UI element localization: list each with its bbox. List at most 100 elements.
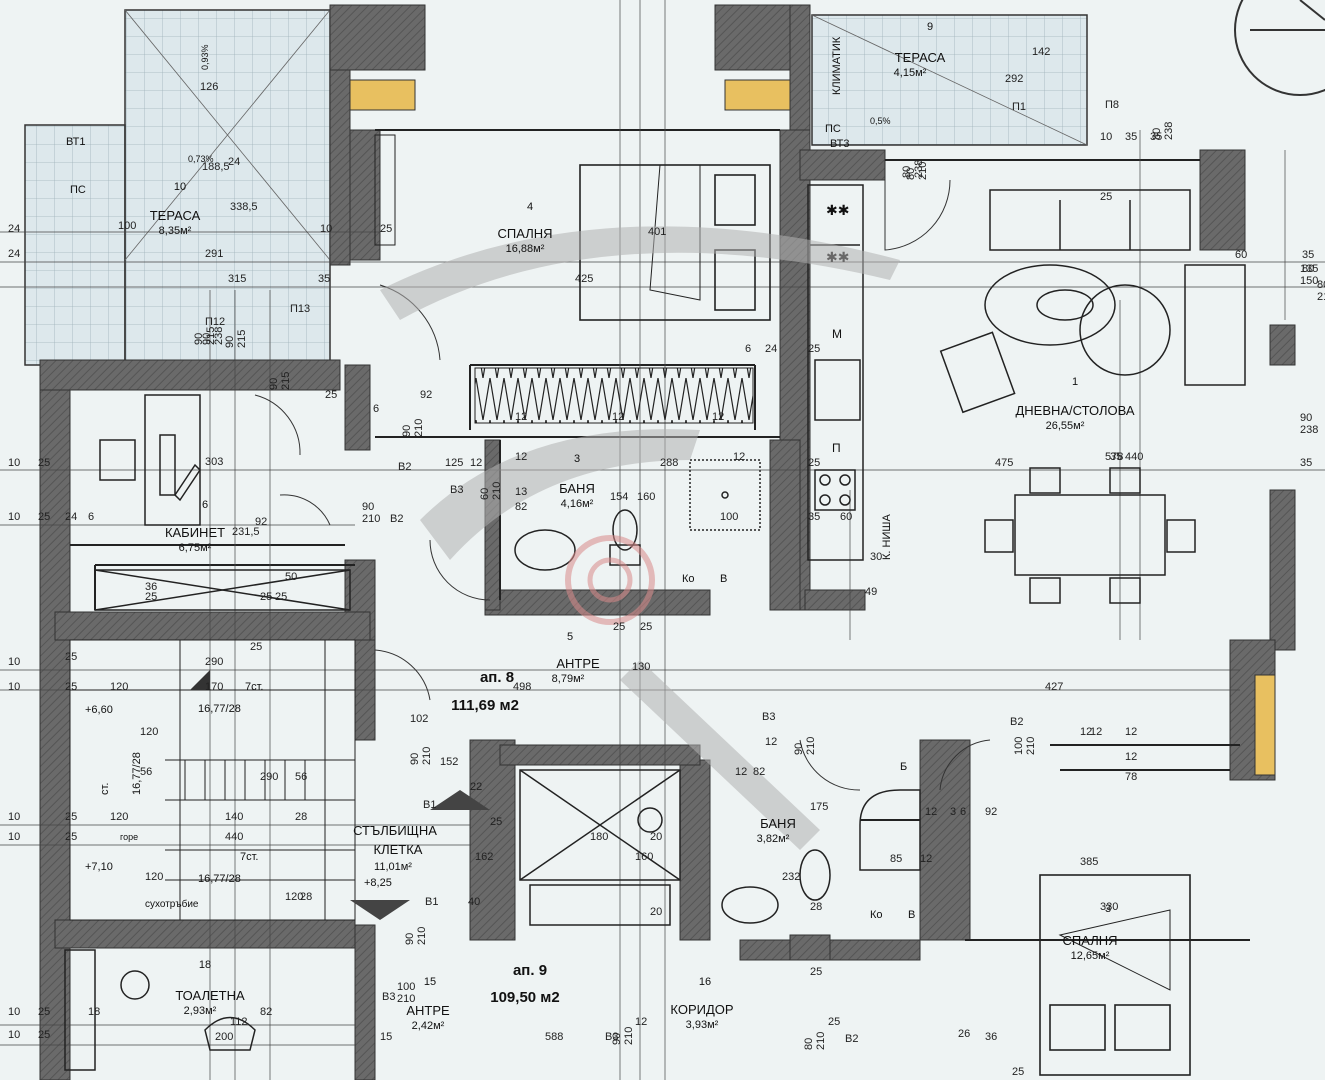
- dimension-text: 12: [1090, 726, 1102, 738]
- fridge-label: М: [832, 327, 842, 341]
- wardrobe-icon: [474, 367, 754, 424]
- ko-label: В: [720, 573, 727, 585]
- slope-mark: 0,93%: [200, 44, 210, 70]
- dimension-text: 12: [712, 411, 724, 423]
- niche-label: К. НИША: [881, 514, 893, 560]
- dimension-text: 338,5: [230, 201, 258, 213]
- dimension-text: 78: [1125, 771, 1137, 783]
- dimension-text: 49: [865, 586, 877, 598]
- dimension-text: 6: [373, 403, 379, 415]
- door-width: 90: [193, 333, 205, 345]
- dimension-text: 36: [145, 581, 157, 593]
- level-mark: +8,25: [364, 877, 392, 889]
- door-width: 80: [901, 166, 913, 178]
- dimension-text: 25: [808, 457, 820, 469]
- apartment-labels: ап. 8 111,69 м2 ап. 9 109,50 м2: [451, 669, 560, 1006]
- dimension-text: 25: [65, 651, 77, 663]
- dimension-text: 25: [250, 641, 262, 653]
- door-height: 210: [362, 513, 380, 525]
- compass-icon: [1234, 0, 1325, 96]
- door-width: 135: [1300, 263, 1318, 275]
- dimension-text: 25: [808, 343, 820, 355]
- dimension-text: 126: [200, 81, 218, 93]
- dimension-text: 25: [145, 591, 157, 603]
- dimension-text: 25: [38, 1006, 50, 1018]
- dimension-text: 25: [38, 457, 50, 469]
- door-height: 210: [413, 419, 425, 437]
- dimension-text: 10: [8, 457, 20, 469]
- dimension-text: 6: [88, 511, 94, 523]
- apartment-area: 111,69 м2: [451, 697, 519, 714]
- room-area: 26,55м²: [1046, 420, 1085, 432]
- door-swings: [254, 179, 991, 791]
- dimension-text: 28: [295, 811, 307, 823]
- dimension-text: 291: [205, 248, 223, 260]
- room-area: 4,15м²: [894, 67, 927, 79]
- door-height: 210: [805, 737, 817, 755]
- room-area: 3,82м²: [757, 833, 790, 845]
- door-height: 210: [421, 747, 433, 765]
- dimension-text: 25: [810, 966, 822, 978]
- dimension-text: 92: [255, 516, 267, 528]
- stair-arrow-icon: [190, 670, 210, 690]
- room-name: СПАЛНЯ: [1063, 933, 1118, 948]
- dimension-text: 25: [275, 591, 287, 603]
- dimension-text: 120: [110, 811, 128, 823]
- dimension-text: 10: [8, 1029, 20, 1041]
- pc-label: ПС: [825, 123, 841, 135]
- dimension-text: 25: [65, 831, 77, 843]
- room-name: ТЕРАСА: [895, 50, 946, 65]
- dimension-text: 92: [420, 389, 432, 401]
- dimension-text: 12: [735, 766, 747, 778]
- door-code: П13: [290, 303, 310, 315]
- dimension-text: 13: [515, 486, 527, 498]
- dimension-text: 24: [65, 511, 77, 523]
- dimension-text: 102: [410, 713, 428, 725]
- door-height: 238: [1300, 424, 1318, 436]
- dimension-text: 475: [995, 457, 1013, 469]
- room-number: 10: [174, 181, 186, 193]
- room-name: ДНЕВНА/СТОЛОВА: [1015, 403, 1134, 418]
- dimension-text: 35: [318, 273, 330, 285]
- dimension-text: 440: [1125, 451, 1143, 463]
- room-labels: ТЕРАСА 8,35м² 10 СПАЛНЯ 16,88м² 4 ТЕРАСА…: [150, 21, 1135, 1032]
- dimension-text: 160: [635, 851, 653, 863]
- dimension-text: 180: [590, 831, 608, 843]
- dimension-text: 10: [8, 831, 20, 843]
- room-area: 2,42м²: [412, 1020, 445, 1032]
- room-name: КАБИНЕТ: [165, 525, 225, 540]
- door-code: В3: [762, 711, 775, 723]
- dimension-text: 28: [810, 901, 822, 913]
- door-width: 90: [409, 753, 421, 765]
- staircase: [69, 639, 356, 921]
- toilet-fixtures: [64, 949, 256, 1071]
- door-code: В1: [423, 799, 436, 811]
- dimension-text: 56: [140, 766, 152, 778]
- room-number: 9: [927, 21, 933, 33]
- dimension-text: 303: [205, 456, 223, 468]
- bathroom-fixtures-2: [519, 769, 921, 926]
- dimension-text: 100: [118, 220, 136, 232]
- dimension-text: 25: [640, 621, 652, 633]
- dimension-text: 35: [808, 511, 820, 523]
- stair-arrow-up-icon: [430, 790, 490, 810]
- dimension-text: 425: [575, 273, 593, 285]
- door-code: П8: [1105, 99, 1119, 111]
- stair-steps: ст.: [99, 783, 111, 795]
- room-area: 8,35м²: [159, 225, 192, 237]
- dimension-text: 578: [1105, 451, 1123, 463]
- dimension-text: 24: [8, 248, 20, 260]
- room-name: СТЪЛБИЩНА: [353, 823, 437, 838]
- dimension-text: 25: [260, 591, 272, 603]
- room-name: ТОАЛЕТНА: [175, 988, 245, 1003]
- dimension-text: 10: [8, 656, 20, 668]
- dimension-text: 82: [260, 1006, 272, 1018]
- dimension-text: 12: [765, 736, 777, 748]
- room-name: КЛЕТКА: [374, 842, 423, 857]
- dimension-text: 60: [840, 511, 852, 523]
- door-code: В3: [382, 991, 395, 1003]
- dimension-text: 10: [1100, 131, 1112, 143]
- stair-steps: 7ст.: [240, 851, 259, 863]
- dimension-text: 10: [8, 681, 20, 693]
